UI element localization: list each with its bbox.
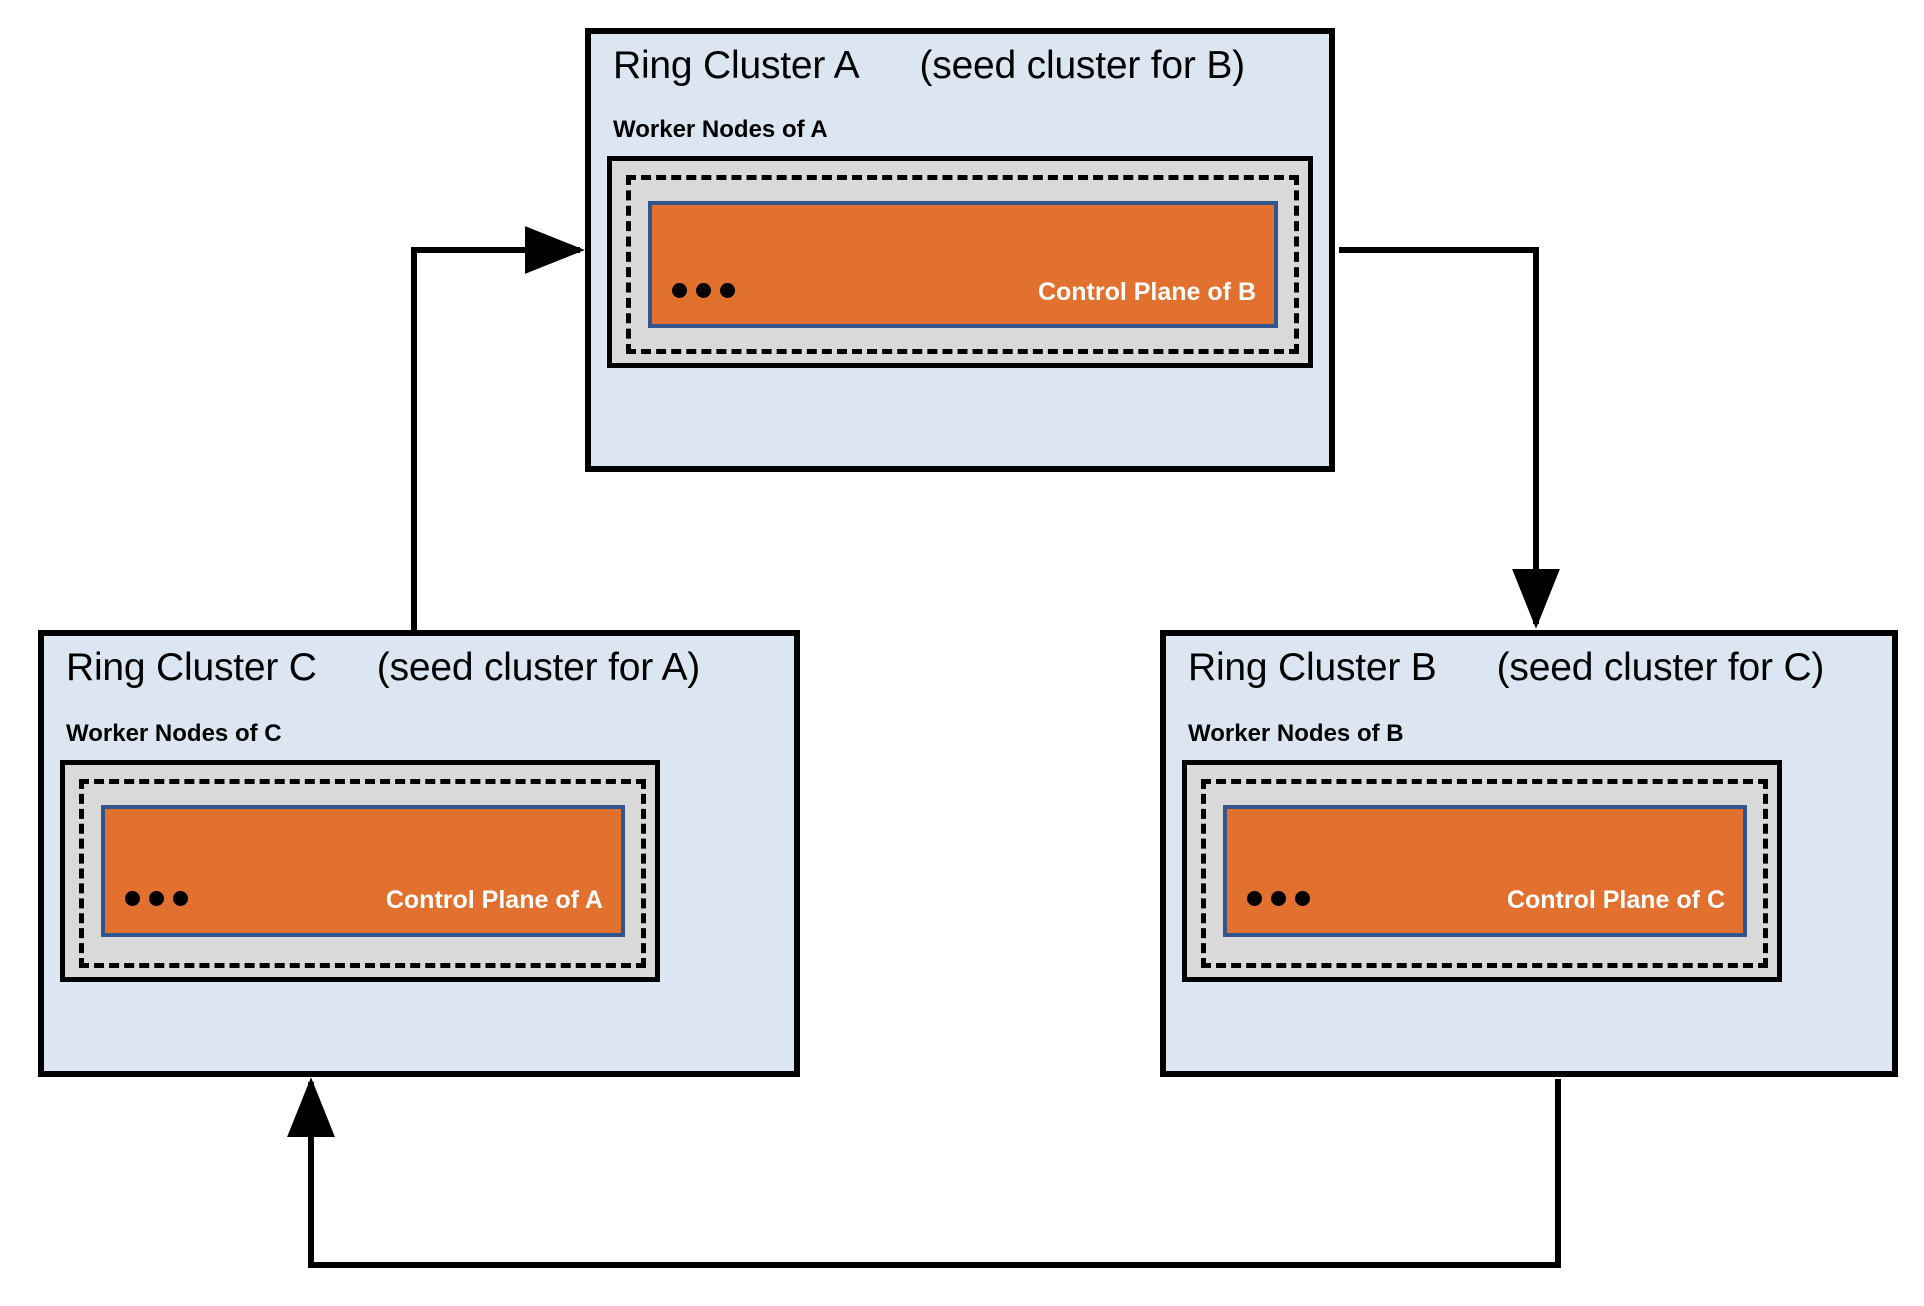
cluster-b-title: Ring Cluster B (seed cluster for C): [1188, 646, 1824, 690]
connector-c-to-a: [411, 226, 585, 632]
cluster-a-control-plane-label: Control Plane of B: [1037, 278, 1256, 306]
cluster-c-control-plane-label: Control Plane of A: [385, 886, 603, 914]
cluster-b-control-plane-label: Control Plane of C: [1506, 886, 1725, 914]
dot-3: [1295, 891, 1310, 906]
connector-a-to-b: [1339, 247, 1560, 629]
cluster-b-dashed-boundary: [1201, 779, 1768, 968]
cluster-a-title: Ring Cluster A (seed cluster for B): [613, 44, 1245, 88]
cluster-a-seed-note: (seed cluster for B): [919, 44, 1245, 87]
cluster-c-dashed-boundary: [79, 779, 646, 968]
dot-1: [125, 891, 140, 906]
dot-1: [672, 283, 687, 298]
cluster-c-title: Ring Cluster C (seed cluster for A): [66, 646, 700, 690]
cluster-c-seed-note: (seed cluster for A): [376, 646, 701, 689]
cluster-a-control-plane[interactable]: Control Plane of B: [648, 201, 1278, 328]
cluster-b[interactable]: Ring Cluster B (seed cluster for C) Worke…: [1160, 630, 1898, 1077]
cluster-a-worker-label: Worker Nodes of A: [613, 116, 828, 143]
cluster-c-worker-box: Control Plane of A: [60, 760, 660, 982]
connector-b-to-c: [287, 1077, 1561, 1268]
dot-2: [696, 283, 711, 298]
cluster-c-worker-label: Worker Nodes of C: [66, 720, 282, 747]
cluster-b-worker-box: Control Plane of C: [1182, 760, 1782, 982]
dot-2: [1271, 891, 1286, 906]
cluster-c-name: Ring Cluster C: [66, 646, 317, 689]
dot-3: [173, 891, 188, 906]
dot-1: [1247, 891, 1262, 906]
cluster-a[interactable]: Ring Cluster A (seed cluster for B) Worke…: [585, 28, 1335, 472]
cluster-b-worker-label: Worker Nodes of B: [1188, 720, 1404, 747]
cluster-b-ellipsis-dots: [1247, 891, 1310, 906]
cluster-b-name: Ring Cluster B: [1188, 646, 1437, 689]
cluster-c[interactable]: Ring Cluster C (seed cluster for A) Worke…: [38, 630, 800, 1077]
cluster-b-seed-note: (seed cluster for C): [1496, 646, 1825, 689]
dot-2: [149, 891, 164, 906]
cluster-a-name: Ring Cluster A: [613, 44, 860, 87]
cluster-b-control-plane[interactable]: Control Plane of C: [1223, 805, 1747, 937]
cluster-a-dashed-boundary: [626, 175, 1299, 354]
dot-3: [720, 283, 735, 298]
cluster-a-ellipsis-dots: [672, 283, 735, 298]
cluster-c-control-plane[interactable]: Control Plane of A: [101, 805, 625, 937]
cluster-a-worker-box: Control Plane of B: [607, 156, 1313, 368]
cluster-c-ellipsis-dots: [125, 891, 188, 906]
